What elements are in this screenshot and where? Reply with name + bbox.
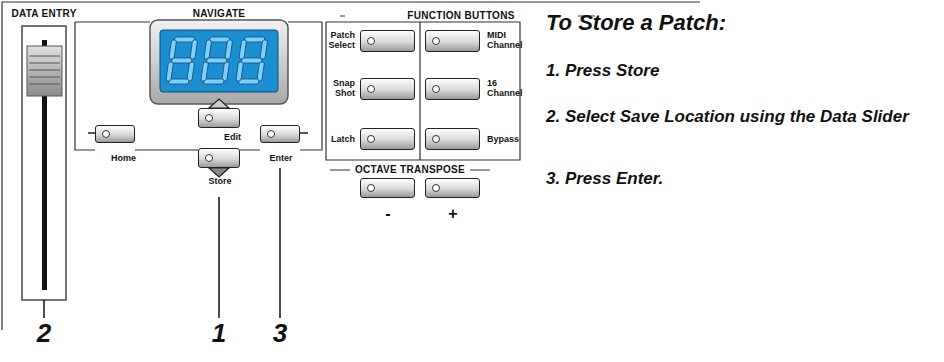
panel-button: Home <box>95 125 135 143</box>
panel-button: Enter <box>260 125 300 143</box>
button-label: Bypass <box>487 135 519 145</box>
segment <box>236 62 244 81</box>
segment <box>174 37 195 42</box>
segment <box>206 58 227 63</box>
button-label: + <box>448 205 457 223</box>
knob-ridge <box>29 56 60 57</box>
button-led <box>367 135 375 143</box>
instruction-step: 3. Press Enter. <box>546 168 916 191</box>
slider-knob <box>27 46 62 96</box>
segment <box>201 62 209 81</box>
section-heading: NAVIGATE <box>193 8 246 19</box>
slider-housing <box>22 26 66 300</box>
segment <box>241 58 262 63</box>
panel-button: Patch Select <box>360 30 415 52</box>
callout-number: 3 <box>273 318 287 349</box>
display-bezel <box>150 20 288 104</box>
callout-number: 1 <box>212 318 226 349</box>
panel-button: Snap Shot <box>360 78 415 100</box>
panel-button: MIDI Channel <box>425 30 480 52</box>
segment <box>168 79 189 84</box>
button-led <box>432 37 440 45</box>
instruction-step: 1. Press Store <box>546 60 916 83</box>
button-led <box>432 135 440 143</box>
knob-ridge <box>29 70 60 71</box>
segment <box>204 40 212 59</box>
digit <box>165 37 198 84</box>
up-arrow <box>209 99 229 108</box>
segment <box>260 40 268 59</box>
button-label: Store <box>208 177 231 187</box>
instruction-title: To Store a Patch: <box>546 10 726 36</box>
leader-line <box>218 197 220 318</box>
knob-ridges <box>29 56 60 84</box>
section-heading: DATA ENTRY <box>11 8 76 19</box>
panel-frame <box>2 2 700 330</box>
panel-button: 16 Channel <box>425 78 480 100</box>
panel-button: - <box>360 178 415 198</box>
segment <box>257 62 265 81</box>
button-label: MIDI Channel <box>487 31 523 51</box>
segment <box>203 79 224 84</box>
section-heading: OCTAVE TRANSPOSE <box>355 164 465 175</box>
segment <box>238 79 259 84</box>
callout-number: 2 <box>37 318 51 349</box>
button-led <box>267 130 275 138</box>
button-label: Edit <box>224 133 241 143</box>
panel-button: Store <box>198 148 240 168</box>
segment <box>222 62 230 81</box>
segment <box>190 40 198 59</box>
button-label: Snap Shot <box>319 79 355 99</box>
digit <box>200 37 233 84</box>
digit <box>235 37 268 84</box>
knob-ridge <box>29 84 60 85</box>
leader-line <box>43 300 45 318</box>
button-label: 16 Channel <box>487 79 533 99</box>
panel-button: Bypass <box>425 128 480 150</box>
panel-button: + <box>425 178 480 198</box>
panel-button: Edit <box>198 108 240 128</box>
segment <box>169 40 177 59</box>
knob-ridge <box>29 77 60 78</box>
button-led <box>432 184 440 192</box>
button-label: Latch <box>331 135 355 145</box>
seven-segment-digits <box>165 37 268 84</box>
segment <box>225 40 233 59</box>
instruction-step: 2. Select Save Location using the Data S… <box>546 106 916 129</box>
segment <box>166 62 174 81</box>
button-led <box>102 130 110 138</box>
button-label: Home <box>111 154 136 164</box>
segment <box>187 62 195 81</box>
button-label: Enter <box>269 154 292 164</box>
button-led <box>367 85 375 93</box>
button-label: Patch Select <box>315 31 355 51</box>
panel-button: Latch <box>360 128 415 150</box>
segment <box>239 40 247 59</box>
segment <box>244 37 265 42</box>
led-display <box>160 30 278 92</box>
button-led <box>432 85 440 93</box>
section-heading: FUNCTION BUTTONS <box>407 10 514 21</box>
button-led <box>367 37 375 45</box>
button-led <box>205 154 213 162</box>
segment <box>209 37 230 42</box>
button-led <box>367 184 375 192</box>
down-arrow <box>209 168 229 177</box>
button-label: - <box>385 205 390 223</box>
button-led <box>205 114 213 122</box>
knob-ridge <box>29 63 60 64</box>
leader-line <box>279 168 281 318</box>
segment <box>171 58 192 63</box>
